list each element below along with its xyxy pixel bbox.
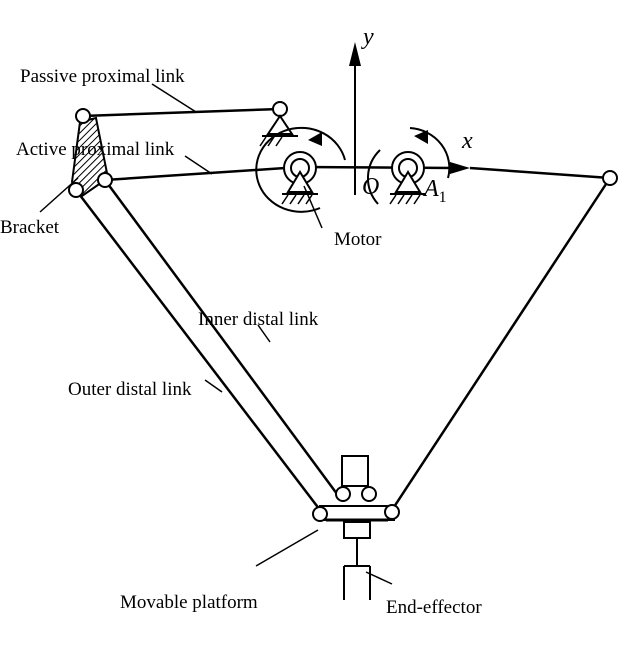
passive-proximal-link-label: Passive proximal link: [20, 66, 185, 87]
bracket-label: Bracket: [0, 217, 60, 238]
active-proximal-link-label: Active proximal link: [16, 139, 175, 160]
passive-pivot-support: [259, 114, 298, 147]
right-distal-link: [390, 177, 612, 511]
inner-distal-link-label: Inner distal link: [198, 309, 319, 330]
outer-distal-link-label: Outer distal link: [68, 379, 192, 400]
motor-right: [366, 127, 451, 205]
y-axis-label: y: [361, 24, 374, 50]
movable-platform-label: Movable platform: [120, 592, 258, 613]
outer-distal-link: [75, 189, 321, 511]
movable-platform: [312, 455, 400, 539]
inner-distal-link: [103, 179, 342, 499]
x-axis: [104, 162, 611, 182]
motor-label: Motor: [334, 229, 382, 250]
passive-proximal-link: [82, 107, 281, 118]
joint-right: [602, 170, 618, 186]
leader-lines: [39, 83, 393, 585]
motor-left: [255, 126, 346, 213]
point-a1-label: A1: [422, 176, 447, 206]
joint-passive-right: [272, 101, 288, 117]
joints: [68, 101, 618, 198]
end-effector-label: End-effector: [386, 597, 482, 618]
origin-label: O: [362, 174, 379, 200]
y-axis: [349, 42, 361, 195]
joint-passive-left: [75, 108, 91, 124]
x-axis-label: x: [461, 128, 473, 154]
end-effector: [343, 538, 371, 600]
joint-bracket-inner: [97, 172, 113, 188]
joint-bracket-outer: [68, 182, 84, 198]
